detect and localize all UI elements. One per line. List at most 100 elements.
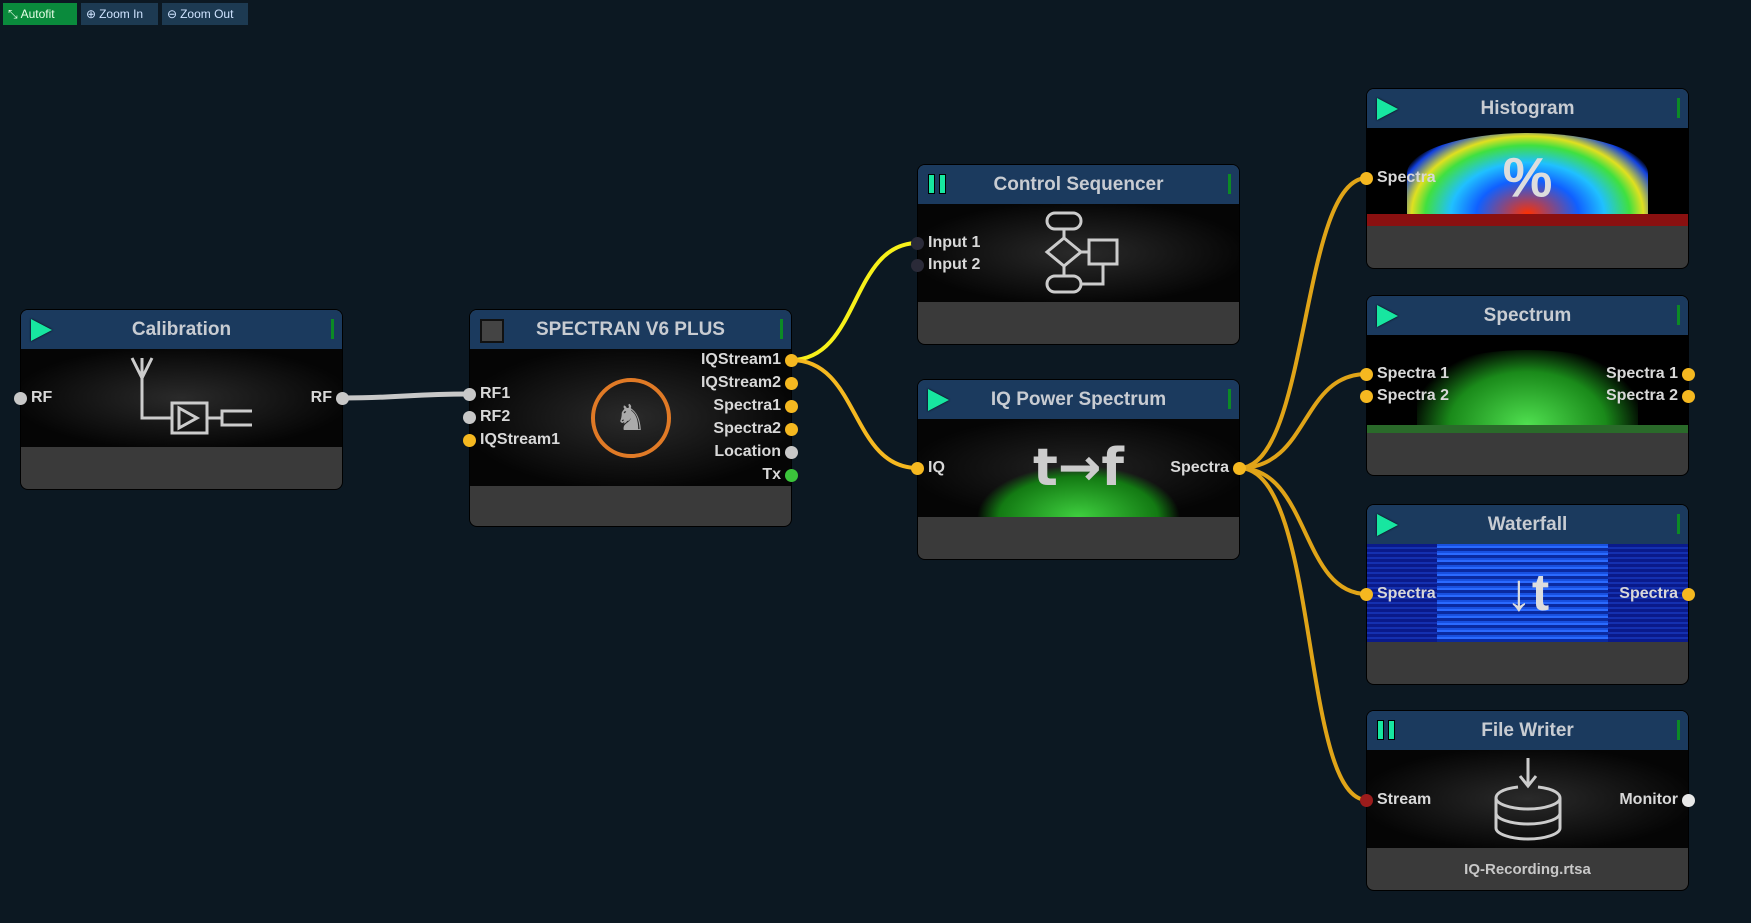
port-rf1[interactable]: RF1 xyxy=(463,385,510,403)
port-iq-in[interactable]: IQ xyxy=(911,459,945,477)
port-label: Input 2 xyxy=(928,256,981,273)
percent-icon: % xyxy=(1502,145,1553,209)
status-bar xyxy=(1677,305,1680,325)
port-label: RF1 xyxy=(480,385,511,402)
port-connector-icon[interactable] xyxy=(911,258,924,272)
play-icon[interactable] xyxy=(31,319,52,341)
port-connector-icon[interactable] xyxy=(785,468,798,482)
port-connector-icon[interactable] xyxy=(1682,367,1695,381)
port-spectra-in[interactable]: Spectra xyxy=(1360,585,1436,603)
node-waterfall[interactable]: Waterfall ↓t Spectra Spectra xyxy=(1360,505,1695,684)
play-icon[interactable] xyxy=(1377,514,1398,536)
wire-histogram[interactable] xyxy=(1238,176,1368,470)
port-spectra2-out[interactable]: Spectra 2 xyxy=(1606,387,1695,405)
port-label: IQStream1 xyxy=(700,351,781,368)
port-label: Spectra xyxy=(1377,169,1436,186)
port-connector-icon[interactable] xyxy=(463,387,476,401)
status-bar xyxy=(780,319,783,339)
port-spectra-out[interactable]: Spectra xyxy=(1619,585,1695,603)
port-connector-icon[interactable] xyxy=(1360,367,1373,381)
port-label: RF xyxy=(31,389,53,406)
port-spectra-in[interactable]: Spectra xyxy=(1360,169,1436,187)
wire-spectrum[interactable] xyxy=(1238,372,1368,470)
pause-icon[interactable] xyxy=(928,174,946,194)
port-connector-icon[interactable] xyxy=(785,445,798,459)
port-input1[interactable]: Input 1 xyxy=(911,234,980,252)
zoom-in-button[interactable]: ⊕Zoom In xyxy=(81,3,158,25)
node-file-writer[interactable]: File Writer IQ-Recording.rtsa Stream Mon… xyxy=(1360,711,1695,890)
port-rf-out[interactable]: RF xyxy=(311,389,349,407)
node-calibration[interactable]: Calibration RF RF xyxy=(14,310,349,489)
port-iqstream2-out[interactable]: IQStream2 xyxy=(701,374,798,392)
port-spectra1-in[interactable]: Spectra 1 xyxy=(1360,365,1449,383)
port-iqstream1-out[interactable]: IQStream1 xyxy=(701,351,798,369)
zoom-out-button[interactable]: ⊖Zoom Out xyxy=(162,3,248,25)
node-control-sequencer[interactable]: Control Sequencer Input 1 Input 2 xyxy=(911,165,1239,344)
waterfall-preview xyxy=(1437,544,1608,642)
wire-waterfall[interactable] xyxy=(1238,466,1368,596)
node-title: Spectrum xyxy=(1483,304,1572,326)
port-tx-out[interactable]: Tx xyxy=(762,466,798,484)
port-input2[interactable]: Input 2 xyxy=(911,256,980,274)
port-label: Tx xyxy=(762,466,781,483)
play-icon[interactable] xyxy=(928,389,949,411)
port-connector-icon[interactable] xyxy=(911,236,924,250)
port-connector-icon[interactable] xyxy=(1682,793,1695,807)
time-down-icon: ↓t xyxy=(1505,564,1550,622)
autofit-label: Autofit xyxy=(20,7,55,21)
port-spectra-out[interactable]: Spectra xyxy=(1170,459,1246,477)
file-name-label: IQ-Recording.rtsa xyxy=(1464,860,1591,878)
port-connector-icon[interactable] xyxy=(1682,587,1695,601)
port-monitor-out[interactable]: Monitor xyxy=(1619,791,1695,809)
port-label: Stream xyxy=(1377,791,1432,808)
histogram-preview xyxy=(1407,133,1648,214)
port-spectra2-in[interactable]: Spectra 2 xyxy=(1360,387,1449,405)
port-label: Spectra 2 xyxy=(1605,387,1678,404)
wire-rf[interactable] xyxy=(342,391,470,401)
node-title: Control Sequencer xyxy=(993,173,1164,195)
node-spectrum[interactable]: Spectrum Spectra 1 Spectra 2 Spectra 1 S… xyxy=(1360,296,1695,475)
port-spectra1-out[interactable]: Spectra 1 xyxy=(1606,365,1695,383)
wire-filewriter[interactable] xyxy=(1238,466,1368,802)
port-spectra1-out[interactable]: Spectra1 xyxy=(713,397,798,415)
port-connector-icon[interactable] xyxy=(1233,461,1246,475)
port-connector-icon[interactable] xyxy=(785,353,798,367)
autofit-button[interactable]: ⤡Autofit xyxy=(3,3,77,25)
database-save-icon xyxy=(1493,758,1562,841)
port-connector-icon[interactable] xyxy=(785,376,798,390)
port-rf2[interactable]: RF2 xyxy=(463,408,510,426)
play-icon[interactable] xyxy=(1377,305,1398,327)
port-connector-icon[interactable] xyxy=(463,410,476,424)
port-location-out[interactable]: Location xyxy=(714,443,798,461)
port-connector-icon[interactable] xyxy=(1360,389,1373,403)
port-label: Spectra1 xyxy=(713,397,781,414)
wire-iq-power[interactable] xyxy=(790,358,919,470)
stop-icon[interactable] xyxy=(480,319,504,343)
port-iqstream1-in[interactable]: IQStream1 xyxy=(463,431,560,449)
amplifier-antenna-icon xyxy=(130,357,252,435)
flowchart-icon xyxy=(1044,211,1118,294)
port-label: Location xyxy=(714,443,781,460)
port-connector-icon[interactable] xyxy=(463,433,476,447)
port-connector-icon[interactable] xyxy=(1360,587,1373,601)
node-spectran[interactable]: SPECTRAN V6 PLUS ♞ RF1 RF2 IQStream1 IQS… xyxy=(463,310,798,526)
port-connector-icon[interactable] xyxy=(1682,389,1695,403)
port-connector-icon[interactable] xyxy=(785,422,798,436)
node-title: File Writer xyxy=(1481,719,1574,741)
port-connector-icon[interactable] xyxy=(785,399,798,413)
spectrum-preview xyxy=(1417,350,1638,425)
port-connector-icon[interactable] xyxy=(14,391,27,405)
port-spectra2-out[interactable]: Spectra2 xyxy=(713,420,798,438)
port-rf-in[interactable]: RF xyxy=(14,389,52,407)
port-connector-icon[interactable] xyxy=(1360,793,1373,807)
port-stream-in[interactable]: Stream xyxy=(1360,791,1431,809)
node-iq-power-spectrum[interactable]: IQ Power Spectrum t→f IQ Spectra xyxy=(911,380,1246,559)
port-connector-icon[interactable] xyxy=(1360,171,1373,185)
port-label: Spectra2 xyxy=(713,420,781,437)
port-connector-icon[interactable] xyxy=(336,391,349,405)
port-connector-icon[interactable] xyxy=(911,461,924,475)
node-histogram[interactable]: Histogram % Spectra xyxy=(1360,89,1688,268)
play-icon[interactable] xyxy=(1377,98,1398,120)
wire-iq-control[interactable] xyxy=(790,241,919,362)
pause-icon[interactable] xyxy=(1377,720,1395,740)
